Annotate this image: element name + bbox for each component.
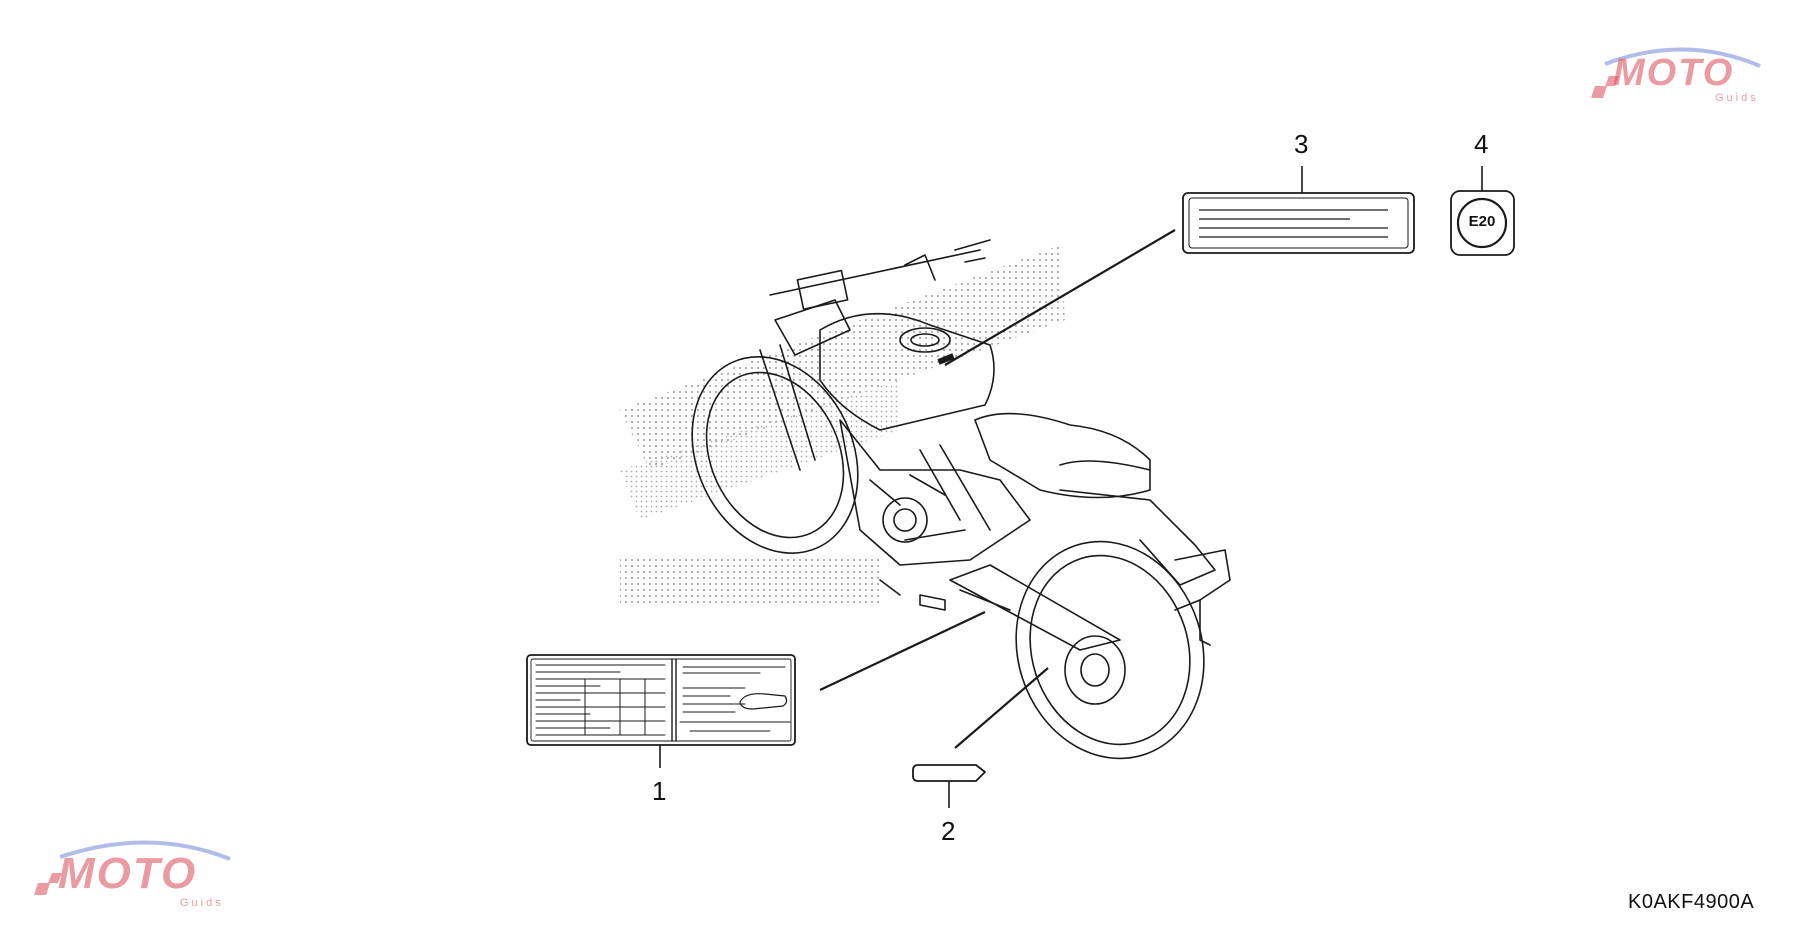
fuel-badge-text: E20 <box>1468 213 1496 230</box>
logo-word: MOTO <box>1613 52 1735 94</box>
callout-number-2: 2 <box>941 816 956 846</box>
logo-sub: Guids <box>180 897 224 909</box>
logo-swoosh-icon <box>1591 47 1761 98</box>
callout-number-1: 1 <box>652 776 667 806</box>
callout-number-3: 3 <box>1294 129 1309 159</box>
pointer-line-2 <box>954 667 1049 749</box>
front-wheel <box>691 356 859 554</box>
logo-word: MOTO <box>58 849 198 898</box>
label-2-small-sticker[interactable] <box>912 764 986 782</box>
tank-sticker-location <box>937 353 955 365</box>
diagram-code: K0AKF4900A <box>1628 891 1755 913</box>
watermark-logo-top-right: MOTO Guids <box>1585 36 1785 106</box>
logo-sub: Guids <box>1715 92 1759 104</box>
rear-wheel <box>1015 540 1205 760</box>
motorcycle-illustration <box>691 239 1231 760</box>
label-3-tank-sticker[interactable] <box>1182 192 1415 254</box>
logo-swoosh-icon <box>34 840 231 895</box>
label-1-info-sticker[interactable] <box>526 654 796 746</box>
pointer-line-1 <box>819 611 986 691</box>
watermark-logo-bottom-left: MOTO Guids <box>30 835 250 915</box>
pointer-line-3 <box>944 229 1176 366</box>
callout-number-4: 4 <box>1474 129 1489 159</box>
stipple-background <box>620 245 1065 605</box>
